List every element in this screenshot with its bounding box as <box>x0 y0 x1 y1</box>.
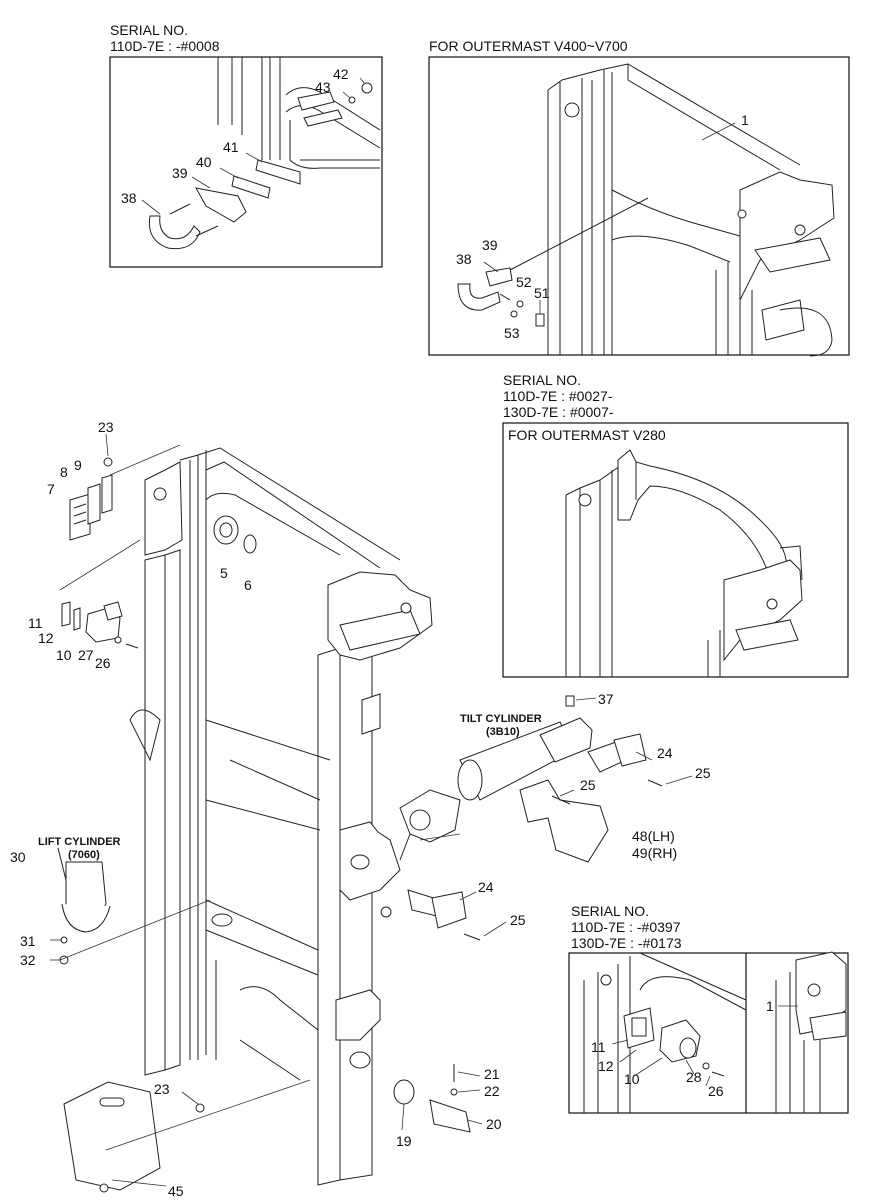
part-38: 38 <box>456 251 472 267</box>
part-41: 41 <box>223 139 239 155</box>
part-40: 40 <box>196 154 212 170</box>
lift-cylinder-code: (7060) <box>68 849 100 861</box>
tilt-cylinder-label: TILT CYLINDER <box>460 713 542 725</box>
part-20: 20 <box>486 1116 502 1132</box>
part-37: 37 <box>598 691 614 707</box>
part-39: 39 <box>482 237 498 253</box>
part-10: 10 <box>56 647 72 663</box>
main-mast-assembly: TILT CYLINDER (3B10) LIFT CYLINDER (7060… <box>10 419 711 1199</box>
part-26: 26 <box>708 1083 724 1099</box>
part-11: 11 <box>28 615 43 631</box>
part-30: 30 <box>10 849 26 865</box>
part-1: 1 <box>766 998 774 1014</box>
part-1: 1 <box>741 112 749 128</box>
serial-label: SERIAL NO. <box>571 903 649 919</box>
inset-frame <box>109 56 383 268</box>
part-25: 25 <box>695 765 711 781</box>
part-25: 25 <box>580 777 596 793</box>
inset-outermast-v400-v700: FOR OUTERMAST V400~V700 <box>428 38 850 357</box>
part-23: 23 <box>98 419 114 435</box>
serial-range-110: 110D-7E : #0027- <box>503 388 613 404</box>
part-11: 11 <box>591 1039 606 1055</box>
serial-range: 110D-7E : -#0008 <box>110 38 220 54</box>
tilt-cylinder-code: (3B10) <box>486 726 520 738</box>
serial-label: SERIAL NO. <box>503 372 581 388</box>
inset-frame <box>568 952 849 1114</box>
part-31: 31 <box>20 933 36 949</box>
part-39: 39 <box>172 165 188 181</box>
part-8: 8 <box>60 464 68 480</box>
part-12: 12 <box>38 630 54 646</box>
part-43: 43 <box>315 79 331 95</box>
part-52: 52 <box>516 274 532 290</box>
part-27: 27 <box>78 647 94 663</box>
part-51: 51 <box>534 285 550 301</box>
part-23: 23 <box>154 1081 170 1097</box>
part-10: 10 <box>624 1071 640 1087</box>
part-9: 9 <box>74 457 82 473</box>
part-21: 21 <box>484 1066 500 1082</box>
part-48-lh: 48(LH) <box>632 828 675 844</box>
part-24: 24 <box>657 745 673 761</box>
inset-title: FOR OUTERMAST V400~V700 <box>429 38 628 54</box>
part-49-rh: 49(RH) <box>632 845 677 861</box>
part-19: 19 <box>396 1133 412 1149</box>
lift-cylinder-label: LIFT CYLINDER <box>38 836 121 848</box>
serial-label: SERIAL NO. <box>110 22 188 38</box>
part-22: 22 <box>484 1083 500 1099</box>
inset-serial-0008: SERIAL NO. 110D-7E : -#0008 42 43 <box>109 22 383 268</box>
part-53: 53 <box>504 325 520 341</box>
part-25: 25 <box>510 912 526 928</box>
inset-title: FOR OUTERMAST V280 <box>508 427 666 443</box>
part-28: 28 <box>686 1069 702 1085</box>
part-32: 32 <box>20 952 36 968</box>
part-12: 12 <box>598 1058 614 1074</box>
inset-frame <box>428 56 850 356</box>
part-7: 7 <box>47 481 55 497</box>
part-45: 45 <box>168 1183 184 1199</box>
serial-range-110: 110D-7E : -#0397 <box>571 919 681 935</box>
part-6: 6 <box>244 577 252 593</box>
inset-outermast-v280: SERIAL NO. 110D-7E : #0027- 130D-7E : #0… <box>502 372 849 678</box>
inset-frame <box>502 422 849 678</box>
part-42: 42 <box>333 66 349 82</box>
inset-serial-0397: SERIAL NO. 110D-7E : -#0397 130D-7E : -#… <box>568 903 849 1114</box>
serial-range-130: 130D-7E : -#0173 <box>571 935 682 951</box>
part-26: 26 <box>95 655 111 671</box>
serial-range-130: 130D-7E : #0007- <box>503 404 614 420</box>
part-38: 38 <box>121 190 137 206</box>
part-24: 24 <box>478 879 494 895</box>
part-5: 5 <box>220 565 228 581</box>
